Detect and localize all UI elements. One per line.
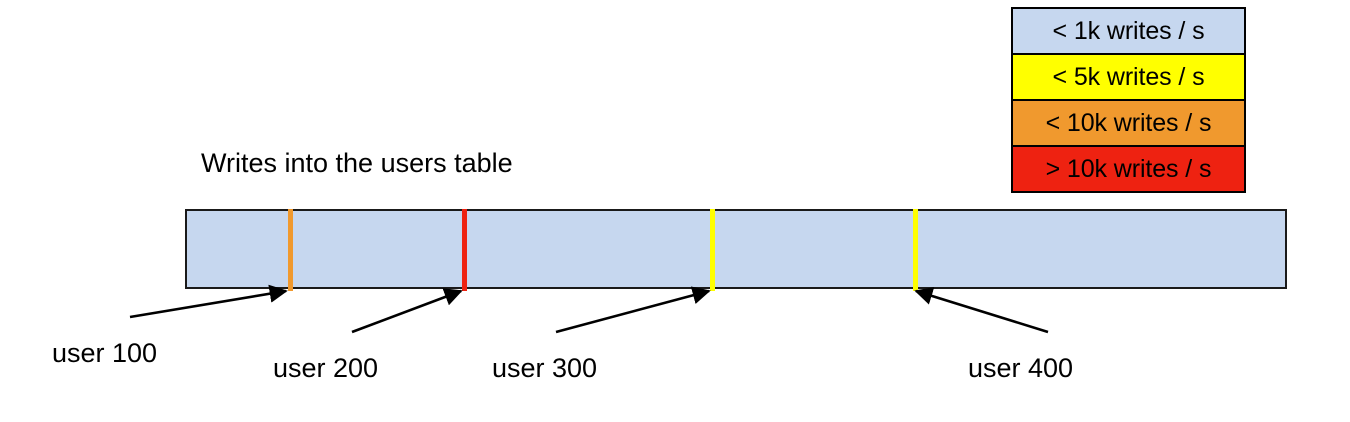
legend-row-under-5k: < 5k writes / s [1013, 55, 1244, 101]
callout-label-user-400: user 400 [968, 353, 1074, 383]
callout-label-user-200: user 200 [273, 353, 379, 383]
users-table-bar [185, 209, 1287, 291]
users-table-bar-base [185, 209, 1287, 289]
legend-row-under-1k: < 1k writes / s [1013, 9, 1244, 55]
partition-marker-user-300 [710, 209, 715, 291]
write-throughput-legend: < 1k writes / s < 5k writes / s < 10k wr… [1011, 7, 1246, 193]
partition-marker-user-400 [913, 209, 918, 291]
legend-label-under-5k: < 5k writes / s [1052, 62, 1205, 91]
callout-label-user-100: user 100 [52, 338, 158, 368]
partition-marker-user-200 [462, 209, 467, 291]
legend-label-under-1k: < 1k writes / s [1052, 16, 1205, 45]
chart-title: Writes into the users table [201, 148, 513, 178]
partition-marker-user-100 [288, 209, 293, 291]
callout-arrow-user-300 [555, 286, 711, 334]
callout-arrow-user-400 [914, 287, 1049, 334]
legend-label-over-10k: > 10k writes / s [1045, 154, 1212, 183]
callout-label-user-300: user 300 [492, 353, 598, 383]
callout-arrow-user-100 [129, 284, 288, 319]
legend-label-under-10k: < 10k writes / s [1045, 108, 1212, 137]
legend-row-over-10k: > 10k writes / s [1013, 147, 1244, 191]
legend-row-under-10k: < 10k writes / s [1013, 101, 1244, 147]
callout-arrow-user-200 [351, 288, 463, 334]
